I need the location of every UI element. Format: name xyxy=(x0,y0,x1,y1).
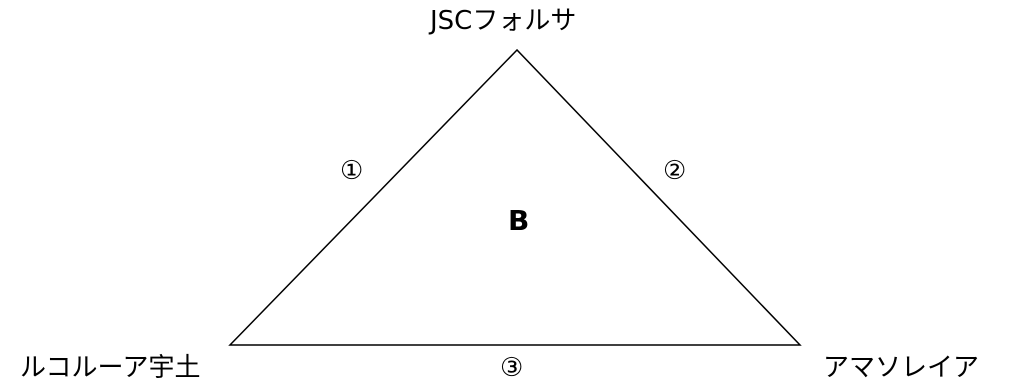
edge-left-label: ① xyxy=(340,156,364,186)
triangle-outline xyxy=(228,48,802,346)
center-label: B xyxy=(508,204,530,237)
vertex-top-label: JSCフォルサ xyxy=(430,6,577,36)
edge-bottom-label: ③ xyxy=(500,353,524,383)
vertex-bottom-right-label: アマソレイア xyxy=(823,353,980,383)
vertex-bottom-left-label: ルコルーア宇土 xyxy=(20,353,201,383)
edge-right-label: ② xyxy=(663,156,687,186)
